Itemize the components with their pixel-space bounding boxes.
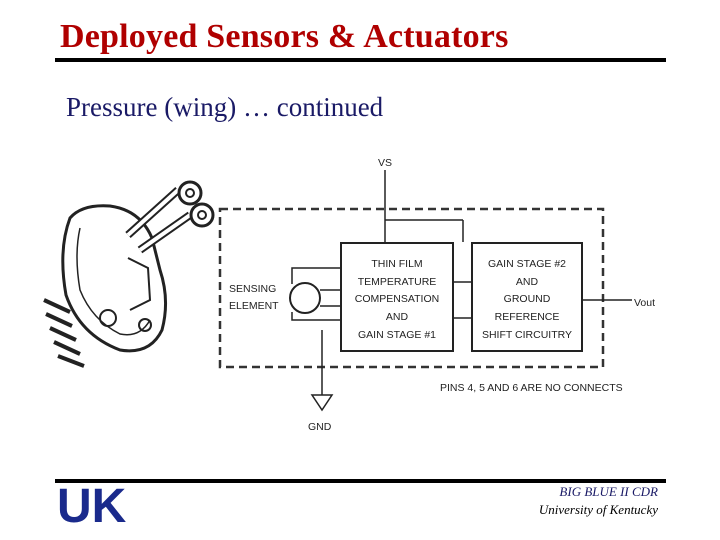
- ground-symbol-icon: [310, 394, 334, 412]
- output-label: Vout: [634, 297, 655, 309]
- footer-project: BIG BLUE II CDR: [559, 484, 658, 499]
- block1-line1: THIN FILM: [371, 258, 422, 270]
- sensing-element-icon: [289, 282, 321, 314]
- supply-label: VS: [378, 157, 392, 169]
- gain-stage-block: [471, 242, 583, 352]
- sensing-label-line2: ELEMENT: [229, 300, 279, 312]
- footer-university: University of Kentucky: [538, 502, 658, 517]
- block1-line5: GAIN STAGE #1: [358, 329, 436, 341]
- sensing-label-line1: SENSING: [229, 283, 276, 295]
- block2-line2: AND: [516, 276, 539, 288]
- title-underline: [55, 58, 666, 62]
- sensor-enclosure: [218, 207, 605, 369]
- slide-title: Deployed Sensors & Actuators: [60, 18, 509, 55]
- compensation-block: [340, 242, 454, 352]
- block1-line4: AND: [386, 311, 409, 323]
- block2-line5: SHIFT CIRCUITRY: [482, 329, 572, 341]
- slide-subtitle: Pressure (wing) … continued: [66, 92, 384, 122]
- sensor-package-illustration: [43, 180, 215, 368]
- pins-note: PINS 4, 5 AND 6 ARE NO CONNECTS: [440, 382, 623, 394]
- block2-line1: GAIN STAGE #2: [488, 258, 566, 270]
- uk-logo: UK: [57, 480, 127, 533]
- block2-line3: GROUND: [504, 293, 551, 305]
- footer-rule: [55, 479, 666, 483]
- block2-line4: REFERENCE: [495, 311, 560, 323]
- block1-line3: COMPENSATION: [355, 293, 439, 305]
- block1-line2: TEMPERATURE: [358, 276, 437, 288]
- ground-label: GND: [308, 421, 332, 433]
